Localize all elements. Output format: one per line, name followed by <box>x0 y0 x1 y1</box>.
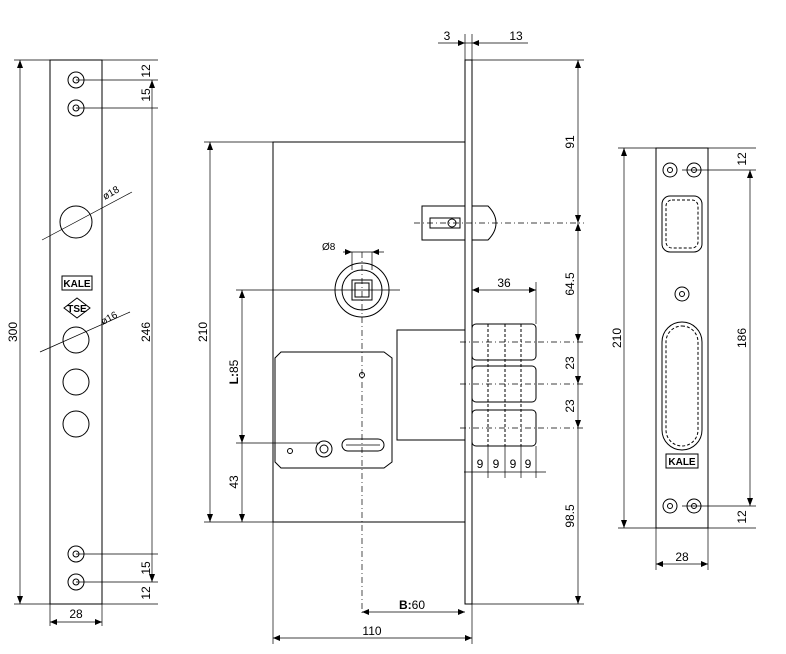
centre-distance-label: L:85 <box>227 359 241 384</box>
left-plate-bolt-hole <box>62 326 90 354</box>
kale-logo-right-text: KALE <box>668 457 696 468</box>
faceplate-thickness-label: 3 <box>444 29 451 43</box>
left-plate-width-label: 28 <box>69 607 83 621</box>
right-plate-screw-hole <box>662 162 678 178</box>
bottom-to-bolt-label: 98.5 <box>563 504 577 528</box>
backset-label: B:60 <box>399 598 425 612</box>
right-plate-screw-hole <box>686 498 702 514</box>
dead-bolt <box>471 323 537 361</box>
bolt-pitch-label: 9 <box>477 457 484 471</box>
top-to-latch-label: 91 <box>563 135 577 149</box>
lock-width-label: 110 <box>362 624 381 638</box>
dead-bolt <box>471 365 537 403</box>
lock-case <box>272 141 466 523</box>
left-plate-bolt-hole <box>62 410 90 438</box>
right-plate-height-label: 210 <box>610 328 624 348</box>
tse-logo <box>63 297 91 319</box>
tse-logo-text: TSE <box>67 304 87 315</box>
right-plate-bottom-dim: 12 <box>735 510 749 524</box>
left-plate-screw-hole <box>67 573 85 591</box>
left-plate-top-dim-1: 12 <box>139 64 153 78</box>
latch-to-bolt-label: 64.5 <box>563 272 577 296</box>
lock-body-view: 3 13 210 L:85 43 Ø8 <box>196 29 584 644</box>
spindle-diameter-label: Ø8 <box>322 242 336 253</box>
kale-logo-left <box>61 275 93 291</box>
right-faceplate-view: 210 186 12 12 KALE 28 <box>610 147 756 570</box>
right-plate-spacing-label: 186 <box>735 328 749 348</box>
right-plate-outline <box>655 147 709 529</box>
right-plate-screw-hole <box>662 498 678 514</box>
bolt-pitch-label: 9 <box>510 457 517 471</box>
lock-height-label: 210 <box>196 322 210 342</box>
keyhole <box>315 438 385 458</box>
cover-screw <box>359 372 365 378</box>
right-plate-width-label: 28 <box>675 550 689 564</box>
left-plate-screw-hole <box>67 545 85 563</box>
bolt-pitch-label: 9 <box>525 457 532 471</box>
left-plate-spacing-label: 246 <box>139 322 153 342</box>
bolt-throw-label: 36 <box>497 276 511 290</box>
kale-logo-left-text: KALE <box>63 279 91 290</box>
faceplate <box>464 59 473 605</box>
left-plate-screw-hole <box>67 99 85 117</box>
left-plate-bottom-dim-2: 12 <box>139 586 153 600</box>
cylinder-cover-plate <box>274 351 393 469</box>
bolt-slot <box>661 321 703 451</box>
left-plate-height-label: 300 <box>6 322 20 342</box>
bolt-spacing-2-label: 23 <box>563 399 577 413</box>
kale-logo-right <box>665 453 699 469</box>
left-plate-top-dim-2: 15 <box>139 88 153 102</box>
right-plate-screw-hole <box>686 162 702 178</box>
bolt-housing <box>396 329 466 441</box>
bolt-spacing-1-label: 23 <box>563 356 577 370</box>
left-plate-hole-18-label: ø18 <box>101 184 122 202</box>
left-plate-bolt-hole <box>62 368 90 396</box>
cover-screw <box>287 448 293 454</box>
latch-slot <box>661 195 703 253</box>
faceplate-width-label: 13 <box>509 29 523 43</box>
left-strike-plate: 300 246 12 15 15 12 ø18 KALE T <box>6 59 158 626</box>
bottom-offset-label: 43 <box>227 475 241 489</box>
right-plate-top-dim: 12 <box>735 152 749 166</box>
dead-bolt <box>471 409 537 447</box>
right-plate-screw-hole <box>674 286 690 302</box>
left-plate-outline <box>49 59 103 605</box>
left-plate-latch-hole <box>59 205 93 239</box>
bolt-pitch-label: 9 <box>493 457 500 471</box>
left-plate-bottom-dim-1: 15 <box>139 561 153 575</box>
left-plate-screw-hole <box>67 71 85 89</box>
